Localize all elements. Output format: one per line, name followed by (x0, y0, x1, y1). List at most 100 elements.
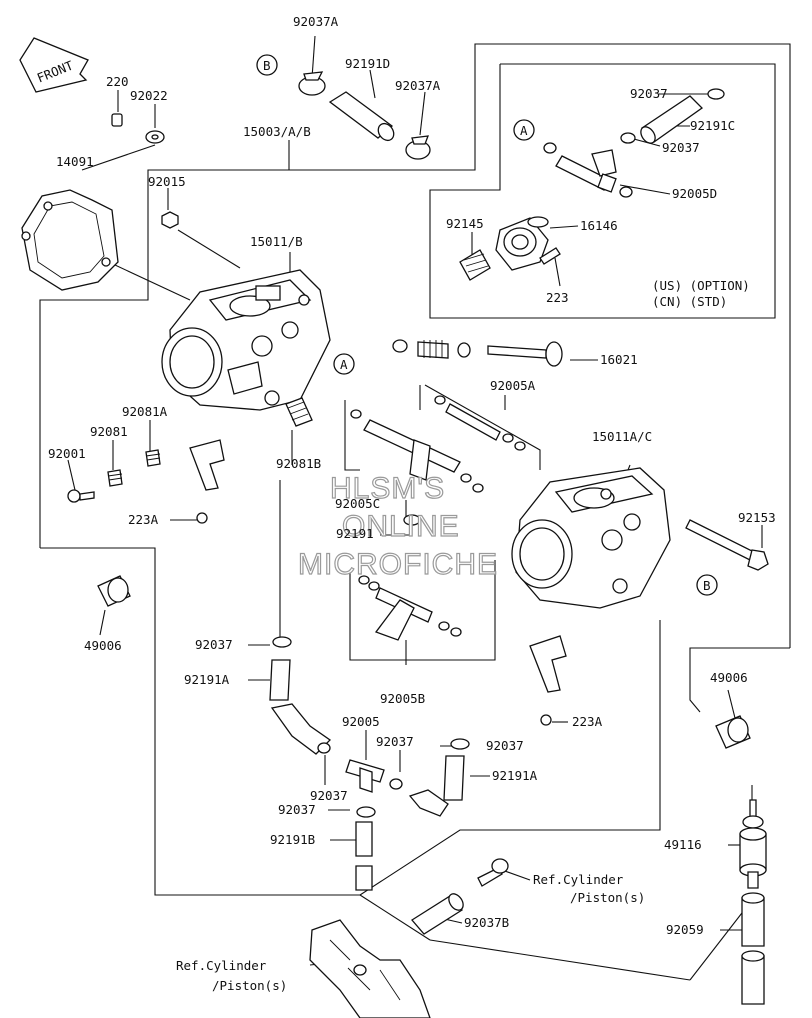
callout-label: 92037 (376, 734, 414, 749)
callout-label: (US) (OPTION) (652, 278, 750, 293)
callout-label: 92037A (293, 14, 339, 29)
ref-markers: B A A B (256, 54, 718, 596)
clip-92037-top (707, 88, 725, 100)
callout-label: 92153 (738, 510, 776, 525)
callout-label: /Piston(s) (570, 890, 645, 905)
callout-label: 92191A (492, 768, 538, 783)
callout-label: 92191D (345, 56, 390, 71)
bolt-220 (111, 113, 123, 127)
screw-223a-right (540, 714, 552, 726)
callout-label: 92005 (342, 714, 380, 729)
ref-marker-b-top: B (263, 58, 271, 73)
callout-label: /Piston(s) (212, 978, 287, 993)
callout-label: 92081 (90, 424, 128, 439)
front-arrow: FRONT (19, 37, 89, 93)
callout-label: 92005D (672, 186, 717, 201)
fitting-92005c (350, 409, 484, 493)
ref-marker-b-right: B (703, 578, 711, 593)
callout-label: 223A (572, 714, 603, 729)
callout-label: 15003/A/B (243, 124, 311, 139)
callout-label: 92005A (490, 378, 536, 393)
bolt-ref-cylinder-upper (477, 858, 509, 887)
watermark-line-3: MICROFICHE (298, 548, 498, 581)
hose-92037b (411, 893, 464, 935)
bolt-92153 (685, 519, 769, 571)
callout-label: 14091 (56, 154, 94, 169)
cap-92191 (403, 514, 421, 526)
callout-label: 49006 (84, 638, 122, 653)
clip-92037-mid (620, 132, 636, 144)
callout-label: 92191A (184, 672, 230, 687)
hose-92191a-right (408, 755, 465, 817)
ref-marker-a-mid: A (340, 357, 348, 372)
callout-label: 92037 (278, 802, 316, 817)
callout-label: 220 (106, 74, 129, 89)
callout-label: 92081B (276, 456, 321, 471)
pipe-92005a (434, 395, 526, 451)
callout-label: 16146 (580, 218, 618, 233)
callout-label: 16021 (600, 352, 638, 367)
screw-92001 (67, 489, 95, 503)
clamp-92037a-right (405, 135, 431, 160)
carburetor-right-15011ac (511, 467, 671, 609)
callout-label: 92191 (336, 526, 374, 541)
watermark-line-1: HLSM'S (330, 472, 445, 505)
bracket-right (529, 635, 567, 693)
callout-label: 223 (546, 290, 569, 305)
damper-49006-right (715, 715, 751, 749)
cover-16146 (495, 216, 549, 271)
callout-label: 92037 (195, 637, 233, 652)
frame-lines (39, 35, 791, 981)
spring-92081b (285, 397, 313, 427)
fitting-92005d (543, 142, 633, 198)
callout-label: 223A (128, 512, 159, 527)
callout-label: 92037 (310, 788, 348, 803)
fitting-92005 (317, 742, 403, 793)
washer-92022 (145, 130, 165, 144)
fuel-filter-49116 (739, 799, 767, 889)
watermark: HLSM'S ONLINE MICROFICHE (297, 471, 498, 581)
callout-label: 92037 (630, 86, 668, 101)
callout-label: 15011/B (250, 234, 303, 249)
hose-92191b (355, 821, 373, 891)
nut-92015 (161, 211, 179, 229)
callout-label: Ref.Cylinder (533, 872, 624, 887)
callout-label: 92022 (130, 88, 168, 103)
screw-223 (539, 247, 561, 265)
callout-labels: 92037A 92191D 92037A 220 92022 15003/A/B… (48, 14, 776, 993)
bracket-left (189, 439, 225, 491)
callout-label: 92037A (395, 78, 441, 93)
gasket-14091 (21, 189, 119, 291)
spring-92145 (459, 249, 491, 281)
spring-92081a (145, 449, 161, 467)
callout-label: 92037 (486, 738, 524, 753)
cylinder-ref-lower (309, 919, 431, 1018)
callout-label: 92015 (148, 174, 186, 189)
callout-label: Ref.Cylinder (176, 958, 267, 973)
ref-marker-a-top: A (520, 123, 528, 138)
callout-label: 92005B (380, 691, 425, 706)
callout-label: 15011A/C (592, 429, 652, 444)
callout-label: 49116 (664, 837, 702, 852)
callout-label: 92005C (335, 496, 380, 511)
watermark-line-2: ONLINE (342, 510, 460, 543)
spring-92081 (107, 469, 123, 487)
shaft-16021 (392, 339, 563, 367)
callout-label: 92145 (446, 216, 484, 231)
hose-92059 (741, 892, 765, 1005)
hose-92191c (640, 95, 704, 144)
callout-label: 92191C (690, 118, 735, 133)
callout-label: 92191B (270, 832, 315, 847)
clip-92037-right-top (450, 738, 470, 750)
clip-92037-lower (356, 806, 376, 818)
hose-92191a-left (269, 659, 332, 755)
callout-label: 49006 (710, 670, 748, 685)
callout-label: 92001 (48, 446, 86, 461)
callout-label: 92081A (122, 404, 168, 419)
callout-label: 92037B (464, 915, 509, 930)
damper-49006-left (97, 575, 131, 607)
callout-label: 92037 (662, 140, 700, 155)
carburetor-left-15011b (161, 269, 331, 411)
